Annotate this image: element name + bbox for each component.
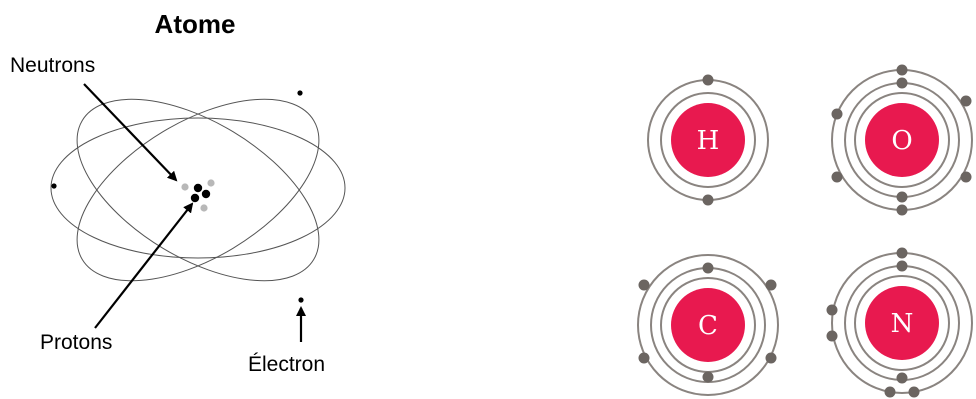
electron-dot xyxy=(897,261,908,272)
electron-dot xyxy=(961,96,972,107)
electron-dot xyxy=(703,75,714,86)
electron-dot xyxy=(766,353,777,364)
electron-dot xyxy=(703,372,714,383)
electron-dot xyxy=(703,195,714,206)
nitrogen-model: N xyxy=(827,248,973,398)
electron-dot xyxy=(639,353,650,364)
atom-title: Atome xyxy=(155,9,236,39)
electron-dot xyxy=(885,387,896,398)
element-symbol: C xyxy=(698,311,718,341)
atom-diagram: Atome Neutrons Protons Électron xyxy=(10,9,349,376)
electron-dot xyxy=(297,90,302,95)
electron-dot xyxy=(897,373,908,384)
electron-dot xyxy=(897,248,908,259)
electron-dot xyxy=(897,192,908,203)
electron-dot xyxy=(766,280,777,291)
protons-label: Protons xyxy=(40,331,112,354)
electron-dot xyxy=(832,109,843,120)
electron-label: Électron xyxy=(248,353,325,376)
electron-dot xyxy=(703,263,714,274)
element-symbol: H xyxy=(697,126,720,156)
proton-particle xyxy=(194,184,202,192)
neutrons-label: Neutrons xyxy=(10,54,95,77)
electron-dot xyxy=(961,172,972,183)
hydrogen-model: H xyxy=(648,75,768,206)
neutron-particle xyxy=(207,179,214,186)
electron-dot xyxy=(832,172,843,183)
oxygen-model: O xyxy=(832,65,973,216)
element-symbol: O xyxy=(891,126,912,156)
electron-dot xyxy=(897,205,908,216)
proton-particle xyxy=(191,194,199,202)
nucleus xyxy=(181,179,214,211)
electron-dot xyxy=(897,78,908,89)
electron-dot xyxy=(298,297,303,302)
electron-dot xyxy=(827,331,838,342)
neutron-particle xyxy=(181,183,188,190)
electron-dot xyxy=(909,387,920,398)
proton-particle xyxy=(202,190,210,198)
electron-dot xyxy=(639,280,650,291)
electron-dot xyxy=(897,65,908,76)
electron-dot xyxy=(827,305,838,316)
element-symbol: N xyxy=(891,309,914,339)
carbon-model: C xyxy=(638,255,778,395)
electron-dot xyxy=(51,183,56,188)
protons-arrow xyxy=(95,204,192,328)
bohr-models: H O xyxy=(638,65,972,398)
neutron-particle xyxy=(200,204,207,211)
